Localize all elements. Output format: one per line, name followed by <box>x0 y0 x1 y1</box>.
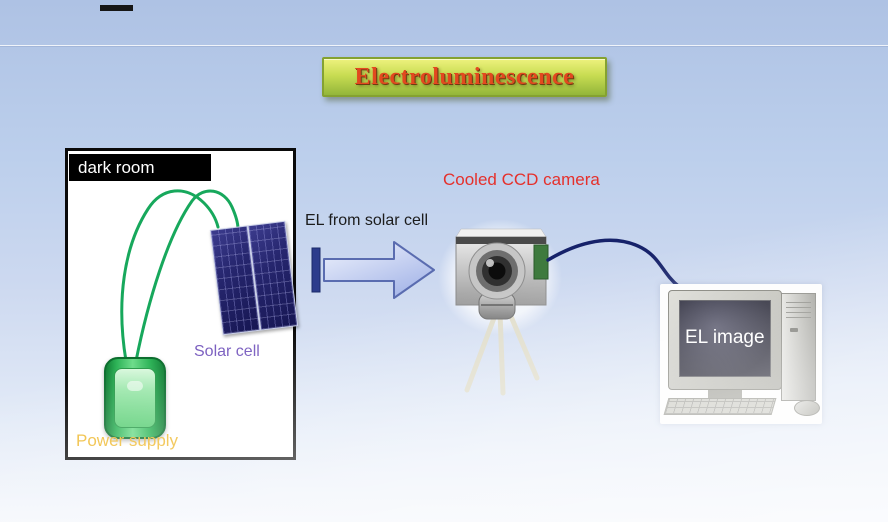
camera-top-face <box>455 228 547 238</box>
keyboard <box>663 398 777 415</box>
computer-tower <box>781 293 816 401</box>
el-image-label: EL image <box>685 327 765 348</box>
power-supply-label: Power supply <box>76 431 179 450</box>
lens-highlight <box>486 259 494 267</box>
solar-cell-label: Solar cell <box>194 343 260 360</box>
camera-lens <box>468 242 526 300</box>
dark-room-box: Solar cell Power supply dark room <box>65 148 299 460</box>
title-banner: Electroluminescence <box>322 57 607 97</box>
el-arrow-label: EL from solar cell <box>305 212 428 229</box>
tower-power-button <box>790 328 798 332</box>
battery-gloss-highlight <box>127 381 143 391</box>
mouse <box>794 400 820 416</box>
arrow-source-bar <box>311 247 321 293</box>
tower-vents <box>786 302 811 318</box>
slide-title: Electroluminescence <box>354 63 575 90</box>
dark-room-label: dark room <box>78 157 155 177</box>
monitor-stand-neck <box>708 390 742 398</box>
top-divider-line <box>0 45 888 46</box>
solar-cell-image <box>209 220 299 336</box>
monitor-screen: EL image <box>679 300 771 377</box>
dark-room-header: dark room <box>69 154 211 181</box>
top-left-mark <box>100 5 133 11</box>
computer-illustration: EL image <box>660 284 822 424</box>
battery-inner-face <box>114 368 156 428</box>
block-arrow-shape <box>323 241 435 299</box>
monitor: EL image <box>668 290 782 390</box>
cooled-ccd-camera-label: Cooled CCD camera <box>443 170 600 189</box>
el-arrow <box>311 241 435 299</box>
power-supply-battery <box>104 357 166 439</box>
